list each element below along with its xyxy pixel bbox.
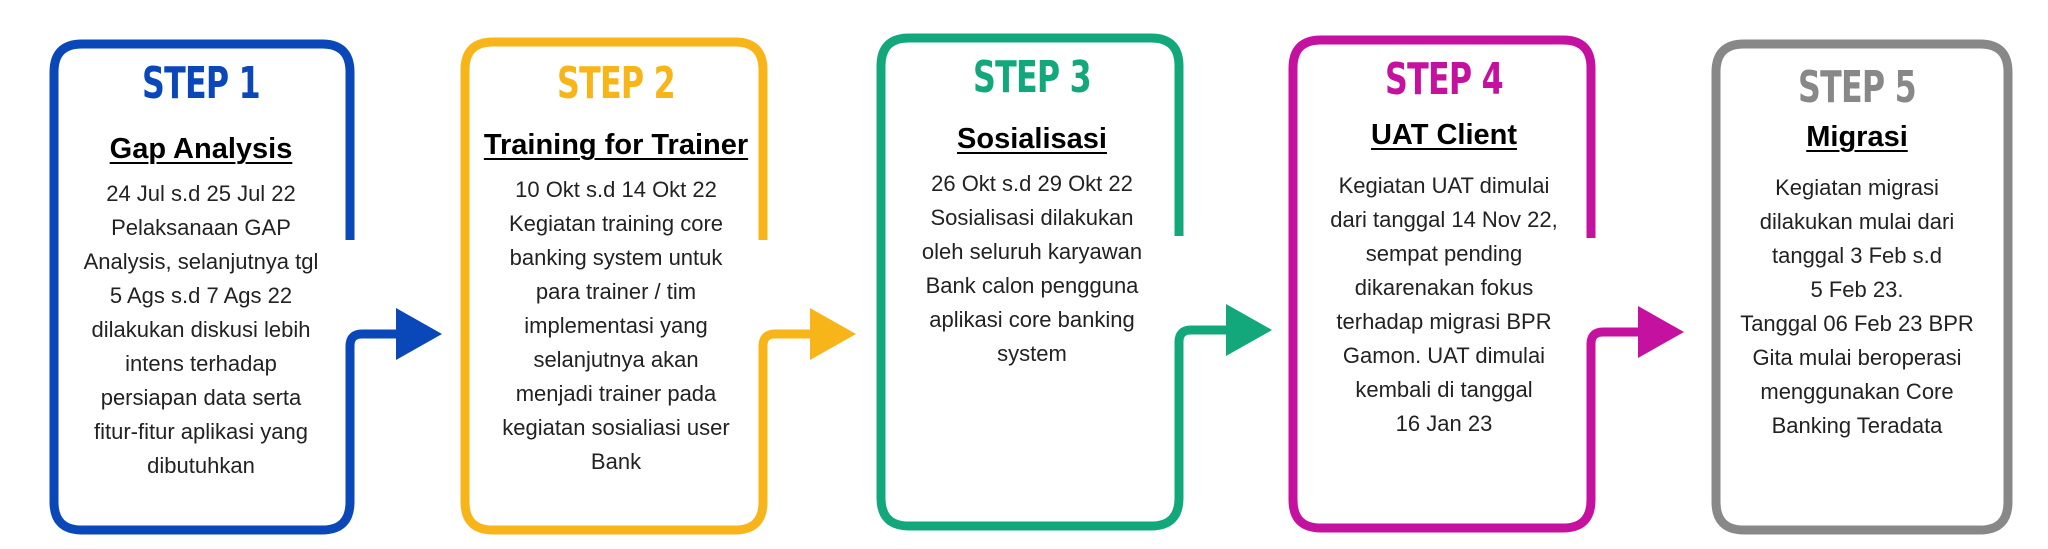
step-4-line: kembali di tanggal [1355,376,1533,402]
step-5-heading: Migrasi [1806,121,1908,153]
step-2-description: 10 Okt s.d 14 Okt 22 Kegiatan training c… [468,173,764,479]
step-1-line: intens terhadap [125,350,277,376]
step-4-line: dari tanggal 14 Nov 22, [1330,206,1558,232]
step-1-line: Pelaksanaan GAP [111,214,291,240]
step-2-line: selanjutnya akan [533,346,699,372]
step-4-line: dikarenakan fokus [1354,274,1534,300]
step-2: STEP 2 Training for Trainer 10 Okt s.d 1… [468,62,764,479]
step-4-description: Kegiatan UAT dimulai dari tanggal 14 Nov… [1296,169,1592,441]
step-5-line: menggunakan Core [1760,378,1954,404]
step-5-description: Kegiatan migrasi dilakukan mulai dari ta… [1712,171,2002,443]
step-4-line: 16 Jan 23 [1395,410,1493,436]
step-4-line: terhadap migrasi BPR [1336,308,1552,334]
step-4-line: Kegiatan UAT dimulai [1338,172,1550,198]
step-3-line: oleh seluruh karyawan [921,238,1143,264]
step-1-description: 24 Jul s.d 25 Jul 22 Pelaksanaan GAP Ana… [56,177,346,483]
step-3-line: Sosialisasi dilakukan [930,204,1134,230]
step-1-line: persiapan data serta [100,384,302,410]
step-4-box [1288,35,1644,533]
step-3-heading: Sosialisasi [957,123,1107,155]
step-3: STEP 3 Sosialisasi 26 Okt s.d 29 Okt 22 … [884,56,1180,371]
step-1-line: 5 Ags s.d 7 Ags 22 [109,282,293,308]
step-2-line: kegiatan sosialiasi user [502,414,730,440]
step-5-box [1711,39,2013,535]
step-2-line: para trainer / tim [535,278,697,304]
step-2-line: menjadi trainer pada [515,380,717,406]
step-3-box [876,33,1232,531]
step-4-line: sempat pending [1365,240,1523,266]
step-5-line: tanggal 3 Feb s.d [1771,242,1942,268]
step-4-title: STEP 4 [1384,54,1504,105]
step-3-description: 26 Okt s.d 29 Okt 22 Sosialisasi dilakuk… [884,167,1180,371]
step-4: STEP 4 UAT Client Kegiatan UAT dimulai d… [1296,58,1592,441]
step-2-heading: Training for Trainer [483,129,749,161]
step-4-arrow-icon [1638,306,1684,358]
step-1-line: fitur-fitur aplikasi yang [94,418,308,444]
step-1-heading: Gap Analysis [109,133,293,165]
step-2-line: 10 Okt s.d 14 Okt 22 [515,176,717,202]
step-3-line: aplikasi core banking [929,306,1135,332]
step-5-line: dilakukan mulai dari [1759,208,1955,234]
step-5-line: Gita mulai beroperasi [1752,344,1962,370]
step-2-line: banking system untuk [509,244,723,270]
step-5-line: Tanggal 06 Feb 23 BPR [1740,310,1974,336]
step-1: STEP 1 Gap Analysis 24 Jul s.d 25 Jul 22… [56,62,346,483]
step-3-arrow-icon [1226,304,1272,356]
step-3-line: 26 Okt s.d 29 Okt 22 [931,170,1133,196]
step-5: STEP 5 Migrasi Kegiatan migrasi dilakuka… [1712,66,2002,443]
step-2-line: Kegiatan training core [508,210,724,236]
step-5-line: Banking Teradata [1771,412,1943,438]
step-1-title: STEP 1 [141,58,261,109]
step-1-line: dibutuhkan [147,452,255,478]
step-1-line: dilakukan diskusi lebih [91,316,311,342]
step-4-line: Gamon. UAT dimulai [1342,342,1546,368]
step-1-line: 24 Jul s.d 25 Jul 22 [106,180,296,206]
step-5-line: 5 Feb 23. [1810,276,1904,302]
step-2-title: STEP 2 [556,58,676,109]
step-1-line: Analysis, selanjutnya tgl [83,248,319,274]
step-5-title: STEP 5 [1797,62,1917,113]
step-3-line: Bank calon pengguna [925,272,1139,298]
step-2-line: Bank [590,448,642,474]
step-2-box [460,37,816,535]
step-4-heading: UAT Client [1370,119,1518,151]
step-2-arrow-icon [810,308,856,360]
step-5-line: Kegiatan migrasi [1775,174,1939,200]
step-3-title: STEP 3 [972,52,1092,103]
step-1-arrow-icon [396,308,442,360]
step-3-line: system [997,340,1067,366]
step-1-box [49,39,402,535]
step-2-line: implementasi yang [524,312,708,338]
